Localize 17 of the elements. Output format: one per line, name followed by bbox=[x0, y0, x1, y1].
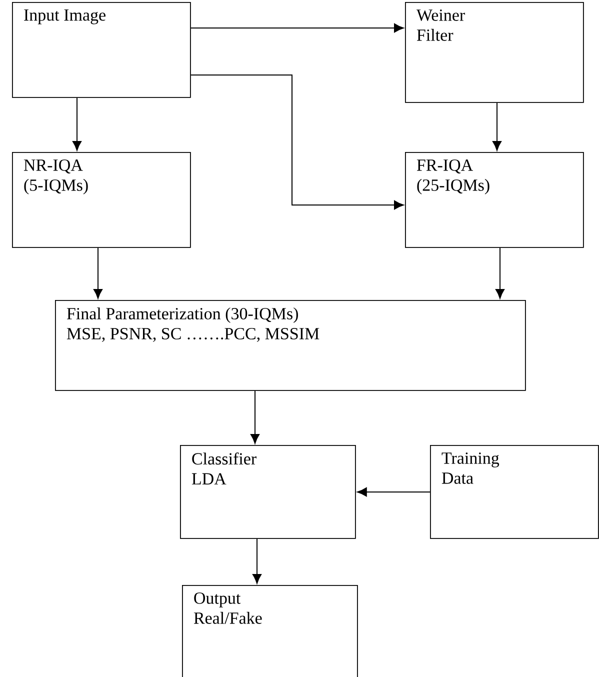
process-box: Output Real/Fake bbox=[182, 585, 358, 677]
arrow bbox=[357, 487, 430, 497]
arrow bbox=[492, 102, 502, 151]
arrow bbox=[495, 247, 505, 299]
process-box: Final Parameterization (30-IQMs) MSE, PSNR, SC …….PCC, MSSIM bbox=[55, 300, 526, 391]
arrow bbox=[190, 74, 404, 210]
process-box: Training Data bbox=[430, 445, 599, 539]
arrow bbox=[72, 97, 82, 151]
process-box: Weiner Filter bbox=[405, 2, 584, 103]
arrow bbox=[252, 538, 262, 584]
process-box: Input Image bbox=[12, 2, 191, 98]
process-box: Classifier LDA bbox=[180, 445, 356, 539]
process-box: NR-IQA (5-IQMs) bbox=[12, 152, 191, 248]
process-box: FR-IQA (25-IQMs) bbox=[405, 152, 584, 248]
arrow bbox=[190, 23, 404, 33]
arrow bbox=[250, 390, 260, 444]
arrow bbox=[93, 247, 103, 299]
